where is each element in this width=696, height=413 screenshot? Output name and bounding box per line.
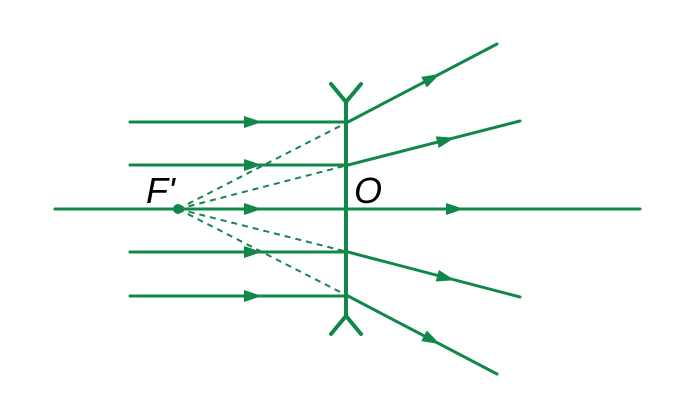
arrow-incident-5 bbox=[244, 290, 262, 302]
focal-point-dot bbox=[173, 204, 183, 214]
arrow-incident-4 bbox=[244, 246, 262, 258]
lens-top-tip bbox=[329, 82, 363, 106]
arrow-axis-left bbox=[244, 203, 262, 215]
virtual-extension-5 bbox=[177, 208, 349, 297]
arrow-incident-2 bbox=[244, 159, 262, 171]
arrow-refracted-5 bbox=[421, 330, 440, 345]
lens-bottom-tip bbox=[329, 312, 363, 336]
arrow-incident-1 bbox=[244, 116, 262, 128]
refracted-ray-4 bbox=[346, 250, 522, 299]
refracted-ray-1 bbox=[346, 42, 499, 124]
virtual-extension-1 bbox=[177, 121, 349, 210]
concave-lens bbox=[329, 82, 363, 336]
virtual-extension-4 bbox=[177, 208, 349, 253]
arrow-refracted-4 bbox=[435, 269, 455, 282]
focus-label: F' bbox=[146, 170, 176, 211]
refracted-ray-2 bbox=[346, 119, 522, 167]
refracted-ray-5 bbox=[346, 294, 499, 376]
arrow-refracted-2 bbox=[435, 136, 455, 149]
optical-center-label: O bbox=[354, 170, 382, 211]
arrow-refracted-1 bbox=[421, 73, 440, 88]
arrow-axis-right bbox=[446, 203, 464, 215]
virtual-extension-2 bbox=[177, 164, 349, 210]
